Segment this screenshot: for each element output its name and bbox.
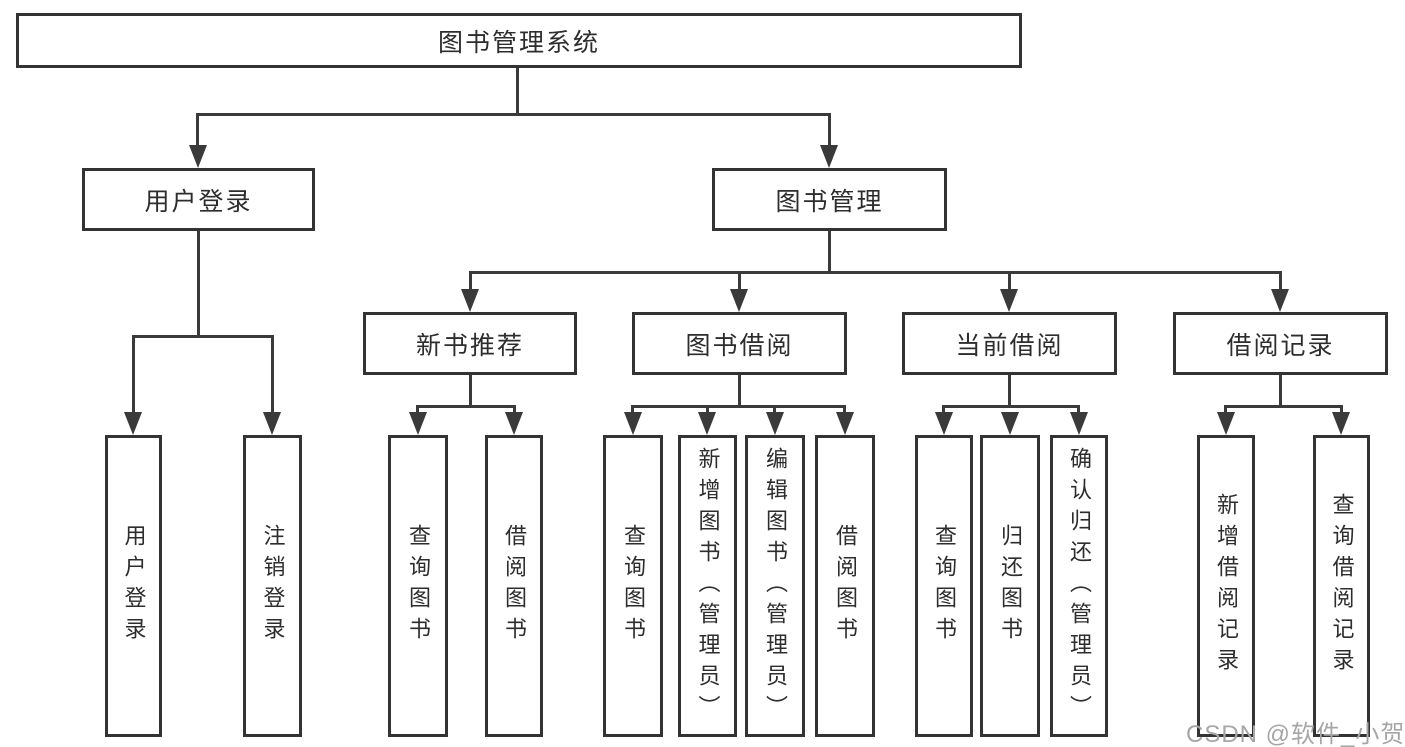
connector-leaf-stem	[416, 405, 419, 416]
arrow-down-icon	[698, 412, 716, 435]
connector-leaf-stem	[1224, 405, 1227, 416]
connector-sec1-stem	[469, 271, 472, 292]
arrow-down-icon	[1000, 289, 1018, 312]
arrow-down-icon	[189, 145, 207, 168]
connector-level1-rail	[196, 113, 831, 116]
arrow-down-icon	[1217, 412, 1235, 435]
arrow-down-icon	[505, 412, 523, 435]
connector-leaf-stem	[773, 405, 776, 416]
connector-root-stem	[516, 68, 519, 115]
connector-branch-right-stem	[828, 113, 831, 149]
connector-mgmt-stem	[828, 231, 831, 272]
leaf-node-borrow-books-1: 借阅图书	[485, 435, 543, 737]
section-node-borrow-records: 借阅记录	[1173, 312, 1388, 375]
arrow-down-icon	[935, 412, 953, 435]
arrow-down-icon	[730, 289, 748, 312]
connector-user-rail	[132, 335, 274, 338]
connector-sec1-rail	[416, 405, 516, 408]
leaf-node-query-books-3: 查询图书	[915, 435, 973, 737]
arrow-down-icon	[820, 145, 838, 168]
section-node-book-borrow: 图书借阅	[632, 312, 847, 375]
branch-node-book-management: 图书管理	[712, 168, 947, 231]
leaf-node-add-borrow-record: 新增借阅记录	[1197, 435, 1255, 737]
connector-branch-left-stem	[196, 113, 199, 149]
arrow-down-icon	[1070, 412, 1088, 435]
leaf-node-confirm-return-admin: 确认归还（管理员）	[1050, 435, 1108, 737]
connector-sec3-down	[1008, 375, 1011, 406]
watermark-text: CSDN @软件_小贺同学	[1186, 721, 1405, 747]
leaf-node-add-books-admin: 新增图书（管理员）	[678, 435, 737, 737]
leaf-node-edit-books-admin: 编辑图书（管理员）	[745, 435, 805, 737]
connector-sec4-stem	[1279, 271, 1282, 292]
section-node-current-borrow: 当前借阅	[902, 312, 1117, 375]
connector-sec3-rail	[942, 405, 1080, 408]
leaf-node-query-books-1: 查询图书	[388, 435, 448, 737]
root-node: 图书管理系统	[16, 13, 1022, 68]
connector-sec4-rail	[1224, 405, 1343, 408]
connector-leaf-stem	[706, 405, 709, 416]
connector-sec3-stem	[1008, 271, 1011, 292]
arrow-down-icon	[1271, 289, 1289, 312]
leaf-node-query-books-2: 查询图书	[603, 435, 663, 737]
leaf-node-query-borrow-record: 查询借阅记录	[1313, 435, 1370, 737]
leaf-node-user-login: 用户登录	[105, 435, 162, 737]
connector-leaf-stem	[1077, 405, 1080, 416]
connector-leaf-stem	[1340, 405, 1343, 416]
arrow-down-icon	[836, 412, 854, 435]
connector-leaf-stem	[513, 405, 516, 416]
arrow-down-icon	[409, 412, 427, 435]
arrow-down-icon	[1332, 412, 1350, 435]
arrow-down-icon	[124, 412, 142, 435]
connector-sec2-down	[738, 375, 741, 406]
leaf-node-borrow-books-2: 借阅图书	[815, 435, 875, 737]
connector-user-leaf2-stem	[271, 335, 274, 413]
connector-user-stem	[197, 231, 200, 336]
arrow-down-icon	[263, 412, 281, 435]
arrow-down-icon	[1001, 412, 1019, 435]
connector-user-leaf1-stem	[132, 335, 135, 413]
arrow-down-icon	[766, 412, 784, 435]
leaf-node-logout: 注销登录	[243, 435, 302, 737]
connector-level3-rail	[469, 271, 1282, 274]
connector-sec4-down	[1279, 375, 1282, 406]
connector-leaf-stem	[631, 405, 634, 416]
leaf-node-return-books: 归还图书	[980, 435, 1040, 737]
section-node-new-book-recommend: 新书推荐	[363, 312, 577, 375]
connector-sec2-rail	[631, 405, 845, 408]
connector-leaf-stem	[843, 405, 846, 416]
connector-sec2-stem	[738, 271, 741, 292]
branch-node-user-login: 用户登录	[82, 168, 315, 231]
arrow-down-icon	[461, 289, 479, 312]
arrow-down-icon	[624, 412, 642, 435]
connector-sec1-down	[469, 375, 472, 406]
connector-leaf-stem	[942, 405, 945, 416]
